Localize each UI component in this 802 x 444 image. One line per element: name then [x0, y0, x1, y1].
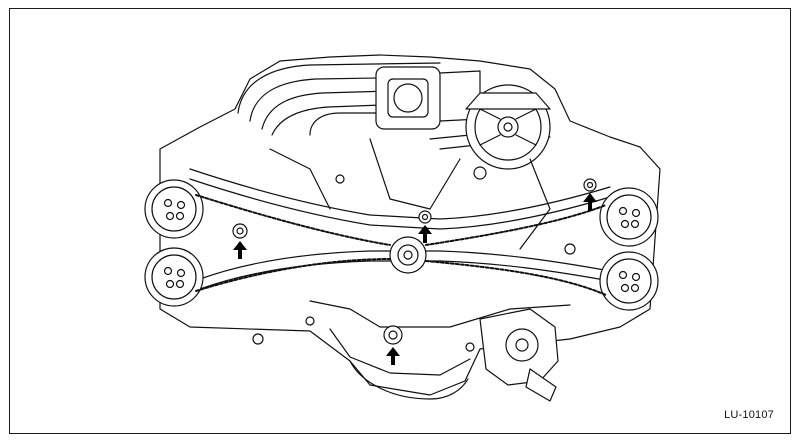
arrow-center-bolt — [418, 225, 432, 243]
arrow-left-bolt — [233, 241, 247, 259]
accessory-pulley-upper — [465, 84, 551, 170]
timing-chain — [195, 194, 607, 296]
camshaft-sprocket-left-lower — [144, 247, 204, 307]
bolts — [232, 166, 597, 352]
oil-pan — [349, 360, 469, 400]
illustration-frame: LU-10107 — [9, 8, 791, 434]
arrow-right-bolt — [583, 193, 597, 211]
water-pump — [479, 308, 559, 402]
camshaft-sprocket-left-upper — [144, 179, 204, 239]
camshaft-sprocket-right-lower — [599, 251, 659, 311]
intake-manifold — [237, 62, 551, 150]
figure-code-label: LU-10107 — [724, 409, 774, 421]
camshaft-sprocket-right-upper — [599, 187, 659, 247]
crankshaft-sprocket — [389, 236, 427, 274]
engine-drawing — [144, 54, 661, 402]
indicator-arrows — [233, 193, 597, 365]
arrow-bottom-bolt — [386, 347, 400, 365]
